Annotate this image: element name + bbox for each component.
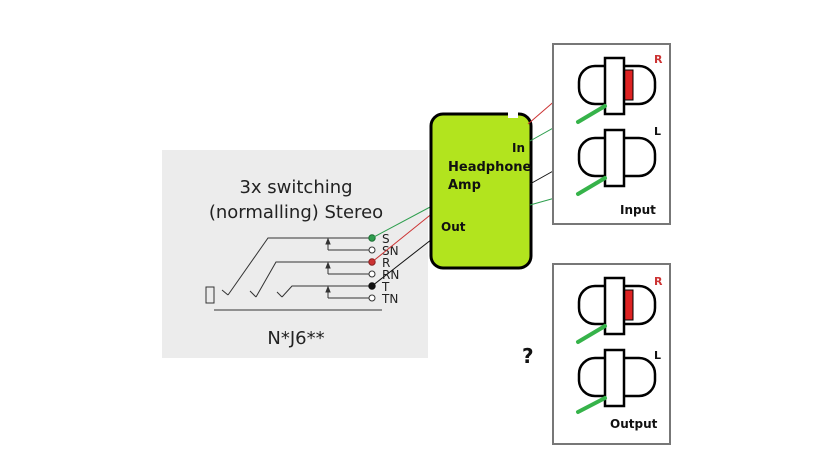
input-right-label: R <box>654 53 663 66</box>
amp-out-label: Out <box>441 220 466 234</box>
pin-label-sn: SN <box>382 244 399 258</box>
input-caption: Input <box>620 203 656 217</box>
output-panel: R L Output <box>552 263 671 445</box>
pin-label-r: R <box>382 256 390 270</box>
output-plug-left <box>576 348 657 414</box>
amp-notch <box>508 111 518 118</box>
output-caption: Output <box>610 417 658 431</box>
terminal-tn <box>368 294 376 302</box>
jack-switch-arrow-r <box>325 261 331 269</box>
pin-label-t: T <box>381 280 390 294</box>
amp-title-line1: Headphone <box>448 160 532 175</box>
jack-switch-arrow-t <box>325 285 331 293</box>
jack-spring-r-tip <box>249 290 257 298</box>
jack-spring-s <box>227 237 372 296</box>
pin-label-rn: RN <box>382 268 399 282</box>
jack-spring-r <box>255 261 372 298</box>
wire-out-tip <box>371 235 437 287</box>
jack-spring-t-tip <box>276 291 283 298</box>
amp-title-line2: Amp <box>448 178 481 193</box>
jack-to-amp-wires <box>371 205 437 287</box>
input-left-label: L <box>654 125 661 138</box>
output-left-label: L <box>654 349 661 362</box>
jack-panel-background <box>162 150 428 358</box>
jack-panel: 3x switching (normalling) Stereo N*J6** <box>162 150 428 358</box>
amp-in-label: In <box>512 141 525 155</box>
jack-panel-title-line1: 3x switching <box>239 177 352 198</box>
jack-schematic <box>205 237 382 311</box>
output-right-label: R <box>654 275 663 288</box>
wire-out-sleeve <box>371 205 433 239</box>
terminal-sn <box>368 246 376 254</box>
jack-switch-arrow-s <box>325 237 331 245</box>
terminal-rn <box>368 270 376 278</box>
pin-label-s: S <box>382 232 390 246</box>
input-plug-left <box>576 128 657 196</box>
pin-label-tn: TN <box>381 292 398 306</box>
jack-panel-title-line2: (normalling) Stereo <box>209 202 383 223</box>
wire-out-ring <box>371 211 435 263</box>
input-plug-right <box>576 56 657 124</box>
amp-body <box>429 112 533 270</box>
jack-spring-t <box>281 285 372 298</box>
question-mark: ? <box>522 344 534 368</box>
output-plug-right <box>576 276 657 344</box>
headphone-amp: In Headphone Amp Out <box>429 111 533 270</box>
jack-part-number: N*J6** <box>267 328 324 349</box>
jack-spring-s-tip <box>221 289 229 296</box>
input-panel: R L Input <box>552 43 671 225</box>
